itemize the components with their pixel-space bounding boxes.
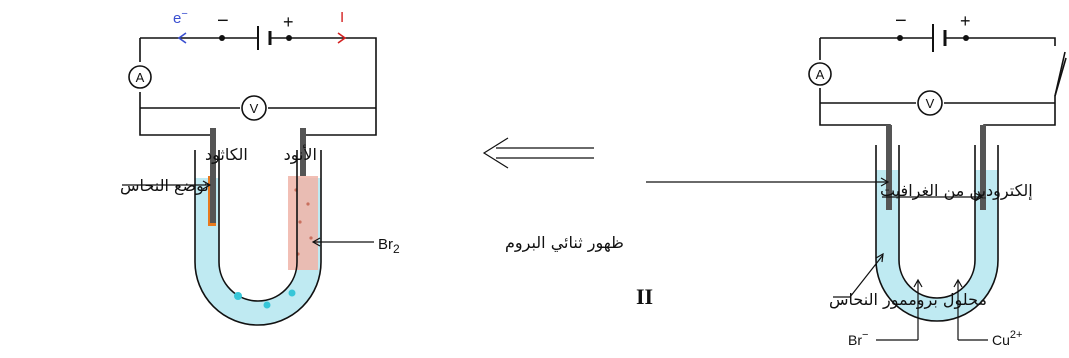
left-minus-sign: − xyxy=(217,10,229,32)
right-circuit-wire-right xyxy=(820,37,1066,150)
bubble xyxy=(288,289,296,297)
right-plus-sign: + xyxy=(960,11,971,31)
anode-label: الأنود xyxy=(284,144,317,165)
left-circuit-wire-right xyxy=(140,37,377,150)
br2-formula: Br2 xyxy=(378,236,400,256)
left-plus-sign: + xyxy=(283,12,294,32)
solution-label: محلول بروممور النحاس xyxy=(829,290,987,310)
cathode-label: الكاثود xyxy=(205,145,248,165)
left-circuit-wire-left xyxy=(139,38,214,150)
left-anode-electrode xyxy=(300,128,306,176)
right-voltmeter-label: V xyxy=(926,96,935,111)
bromine-region xyxy=(288,176,318,270)
copper-ion: Cu2+ xyxy=(992,329,1022,348)
bromine-dot xyxy=(306,202,310,206)
electrodes-label: إلكترودين من الغرافيت xyxy=(880,181,1033,201)
copper-ion-pointer-arrow xyxy=(953,278,963,288)
right-voltmeter xyxy=(917,90,943,116)
left-ammeter xyxy=(128,65,152,89)
electrode-pointer-lower-arrow xyxy=(974,192,984,202)
right-ammeter-label: A xyxy=(816,67,825,82)
left-voltmeter-label: V xyxy=(250,101,259,116)
electron-label: e− xyxy=(173,8,188,27)
bromine-dot xyxy=(298,220,302,224)
right-minus-sign: − xyxy=(895,10,907,32)
bubble xyxy=(263,301,271,309)
right-terminal-plus-dot xyxy=(963,35,969,41)
bromine-dot xyxy=(309,236,313,240)
right-ammeter xyxy=(808,62,832,86)
solution-roman-numeral: II xyxy=(636,284,653,309)
right-utube-inner xyxy=(898,145,976,299)
left-terminal-plus-dot xyxy=(286,35,292,41)
bromine-label: ظهور ثنائي البروم xyxy=(505,233,624,253)
solution-pointer xyxy=(833,254,884,298)
open-switch[interactable] xyxy=(1054,57,1067,97)
left-ammeter-label: A xyxy=(136,70,145,85)
right-utube-outer xyxy=(875,145,999,322)
bromine-arrow xyxy=(311,237,321,247)
bromide-ion: Br− xyxy=(848,329,868,348)
right-graphite-electrode xyxy=(886,125,892,210)
left-utube-outer xyxy=(194,150,322,326)
copper-deposit-label: توضع النحاس xyxy=(120,176,209,196)
left-figure: − + e− I A V الكاثود ا xyxy=(120,8,624,326)
bromide-pointer-arrow xyxy=(913,278,923,288)
current-label: I xyxy=(340,9,344,26)
copper-deposit-arrow xyxy=(202,180,212,190)
right-circuit-wire-left xyxy=(819,38,891,150)
right-figure: − + A V إلكترودين من الغرافيت محلول بروم… xyxy=(636,10,1067,348)
solution-pointer-arrow xyxy=(875,252,884,263)
double-arrow-left-icon xyxy=(482,137,594,169)
electrode-pointer-upper-arrow xyxy=(880,177,890,187)
right-graphite-electrode xyxy=(980,125,986,210)
left-cathode-electrode xyxy=(210,128,216,223)
left-voltmeter xyxy=(241,95,267,121)
left-utube-solution xyxy=(195,178,321,325)
bubble xyxy=(234,292,242,300)
left-utube-inner xyxy=(218,150,298,302)
right-terminal-minus-dot xyxy=(897,35,903,41)
current-direction-arrow xyxy=(337,32,347,44)
electron-direction-arrow xyxy=(177,32,187,44)
left-terminal-minus-dot xyxy=(219,35,225,41)
